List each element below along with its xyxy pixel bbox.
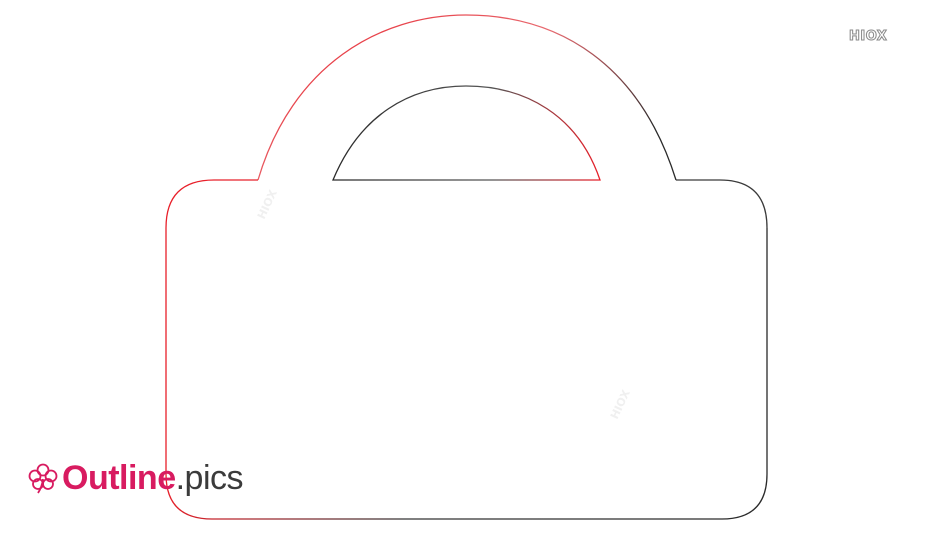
- outline-pics-logo: Outline.pics: [26, 456, 244, 500]
- bag-handle-outer-outline: [257, 14, 677, 181]
- hiox-watermark-label: HIOX: [848, 29, 888, 45]
- brand-extension: .pics: [175, 459, 244, 497]
- bag-right-shoulder-outline: [676, 179, 768, 229]
- flower-icon: [28, 463, 58, 494]
- bag-bottom-outline: [165, 473, 768, 520]
- bag-left-shoulder-outline: [165, 179, 258, 229]
- brand-name: Outline: [62, 459, 176, 497]
- bag-handle-inner-outline: [332, 85, 601, 181]
